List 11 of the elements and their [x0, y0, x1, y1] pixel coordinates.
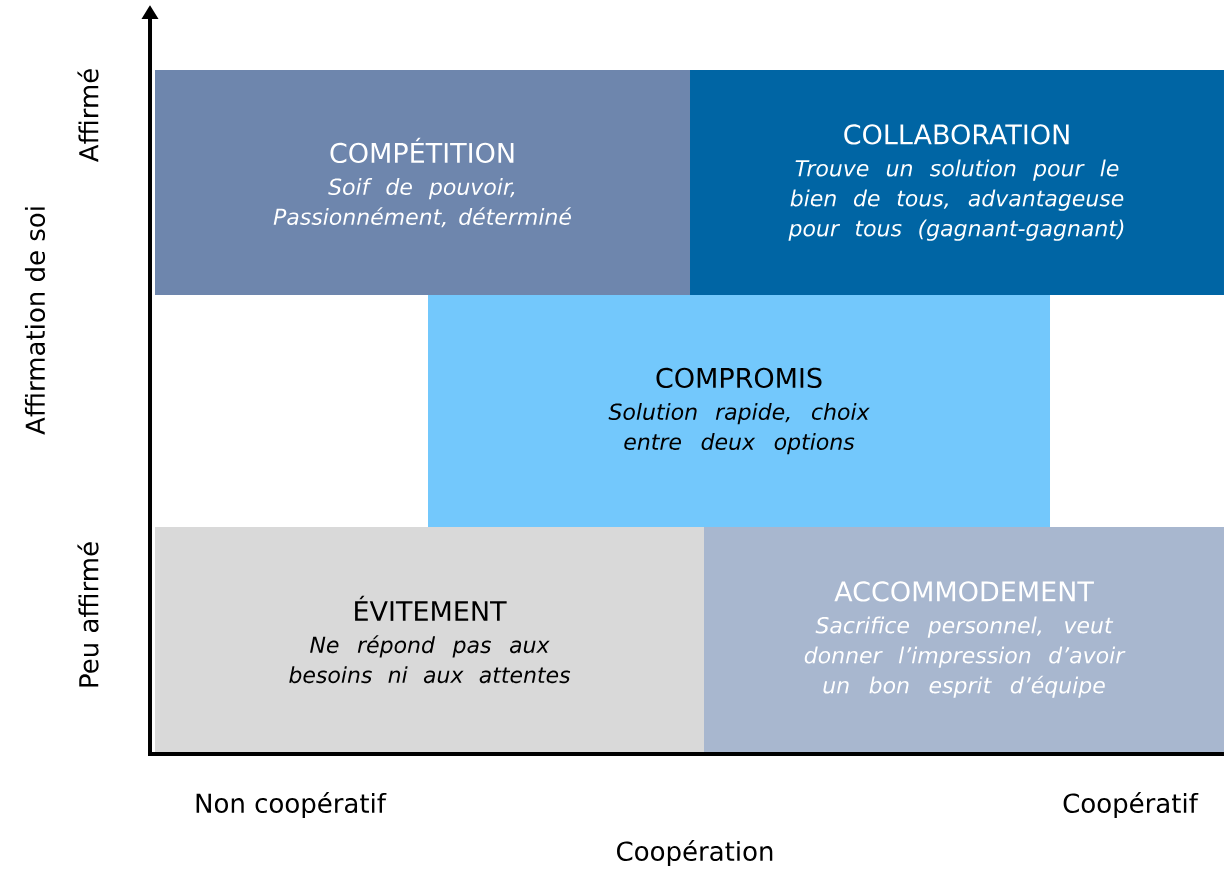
axis-label: Non coopératif	[196, 791, 387, 819]
quadrant-box: ÉVITEMENT Ne répond pas aux besoins ni aux attentes	[155, 527, 704, 752]
axis-title: Affirmation de soi	[24, 207, 46, 435]
axis-title: Coopération	[617, 839, 773, 867]
quadrant-box: COMPROMIS Solution rapide, choix entre deux options	[428, 295, 1050, 527]
quadrant-box: ACCOMMODEMENT Sacrifice personnel, veut donner l’impression d’avoir un bon esprit d’équipe	[704, 527, 1224, 752]
axis-label: Affirmé	[77, 69, 99, 163]
quadrant-box: COLLABORATION Trouve un solution pour le bien de tous, advantageuse pour tous (gagnant-gagnant)	[690, 70, 1224, 295]
axis-label: Peu affirmé	[77, 542, 99, 687]
quadrant-box: COMPÉTITION Soif de pouvoir, Passionnément, déterminé	[155, 70, 690, 295]
axis-label: Coopératif	[1063, 791, 1199, 819]
